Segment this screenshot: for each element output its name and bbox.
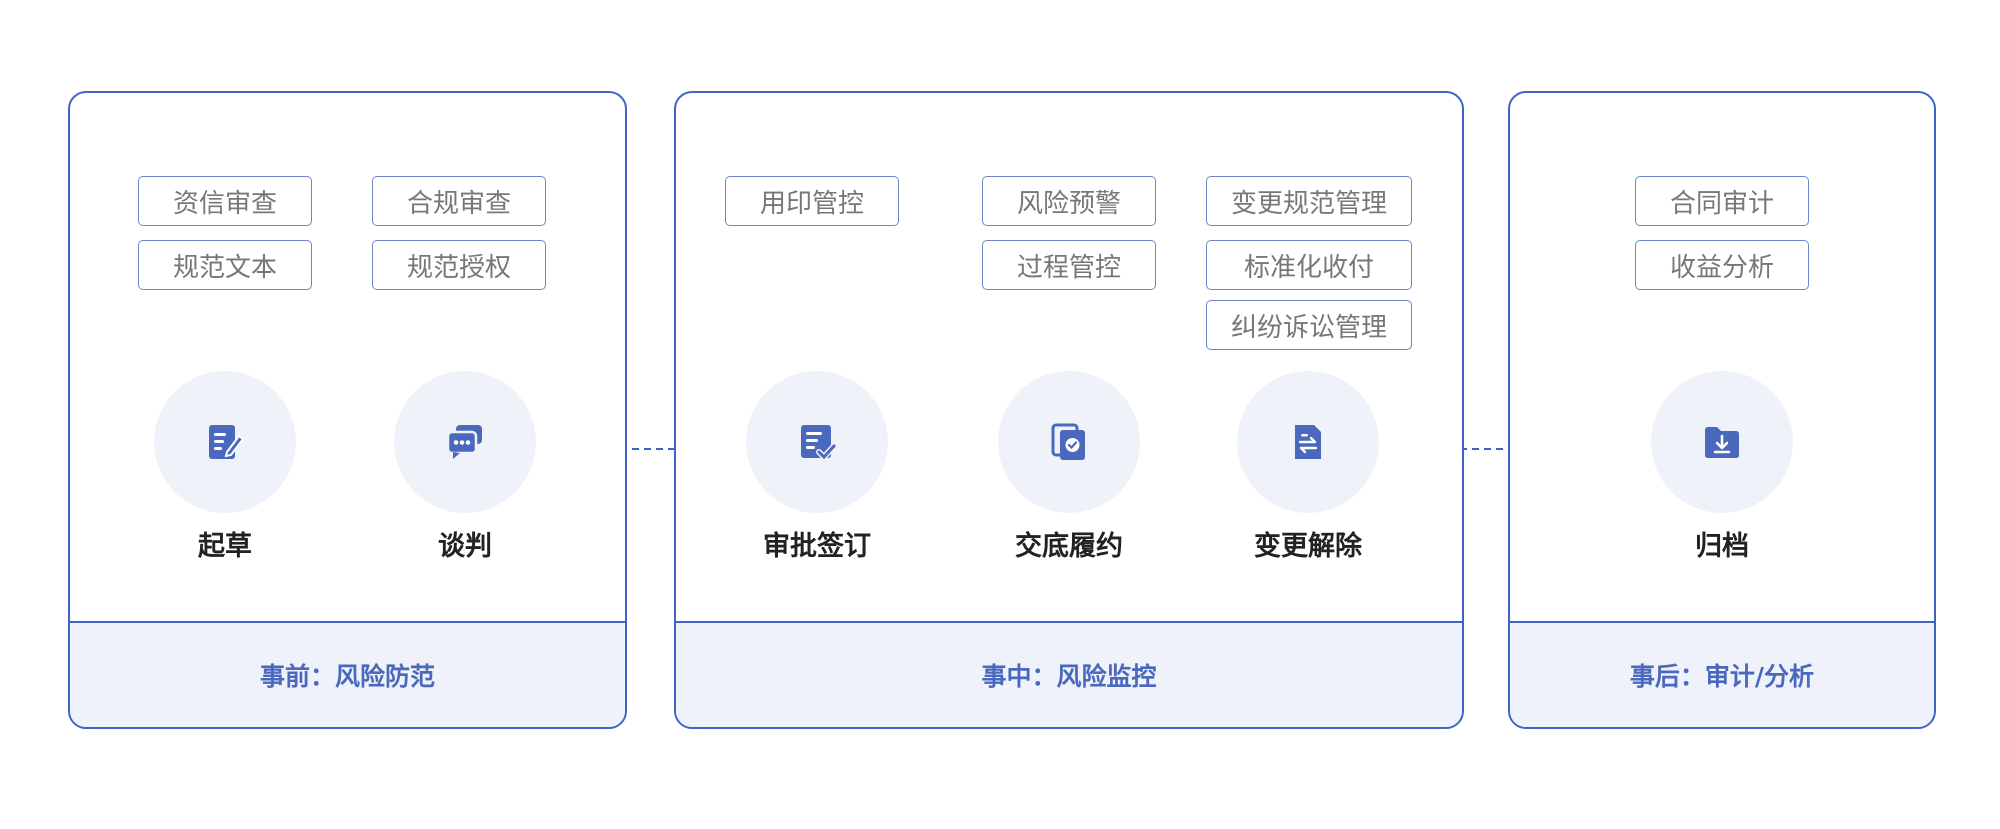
tag-standard-authorization: 规范授权 <box>372 240 546 290</box>
tag-standard-payment: 标准化收付 <box>1206 240 1412 290</box>
node-drafting <box>154 371 296 513</box>
verified-copy-icon <box>1051 423 1085 460</box>
tag-credit-review: 资信审查 <box>138 176 312 226</box>
tag-standard-text: 规范文本 <box>138 240 312 290</box>
node-label-change-termination: 变更解除 <box>1254 531 1362 562</box>
tag-process-control: 过程管控 <box>982 240 1156 290</box>
node-label-delivery-performance: 交底履约 <box>1015 531 1123 562</box>
phase-title-before: 事前：风险防范 <box>70 621 625 727</box>
edit-document-icon <box>209 425 245 459</box>
phase-title-during: 事中：风险监控 <box>676 621 1462 727</box>
tag-revenue-analysis: 收益分析 <box>1635 240 1809 290</box>
exchange-document-icon <box>1295 425 1321 459</box>
phase-title-after: 事后：审计/分析 <box>1510 621 1934 727</box>
tag-dispute-litigation: 纠纷诉讼管理 <box>1206 300 1412 350</box>
tag-compliance-review: 合规审查 <box>372 176 546 226</box>
archive-folder-icon <box>1705 427 1739 458</box>
chat-bubbles-icon <box>446 425 482 459</box>
approve-document-icon <box>801 425 837 462</box>
node-negotiation <box>394 371 536 513</box>
node-change-termination <box>1237 371 1379 513</box>
node-approval-signing <box>746 371 888 513</box>
node-label-approval-signing: 审批签订 <box>763 531 871 562</box>
tag-risk-warning: 风险预警 <box>982 176 1156 226</box>
tag-seal-control: 用印管控 <box>725 176 899 226</box>
tag-change-management: 变更规范管理 <box>1206 176 1412 226</box>
node-label-archive: 归档 <box>1695 531 1749 562</box>
tag-contract-audit: 合同审计 <box>1635 176 1809 226</box>
node-delivery-performance <box>998 371 1140 513</box>
node-label-negotiation: 谈判 <box>438 531 492 562</box>
node-label-drafting: 起草 <box>198 531 252 562</box>
node-archive <box>1651 371 1793 513</box>
